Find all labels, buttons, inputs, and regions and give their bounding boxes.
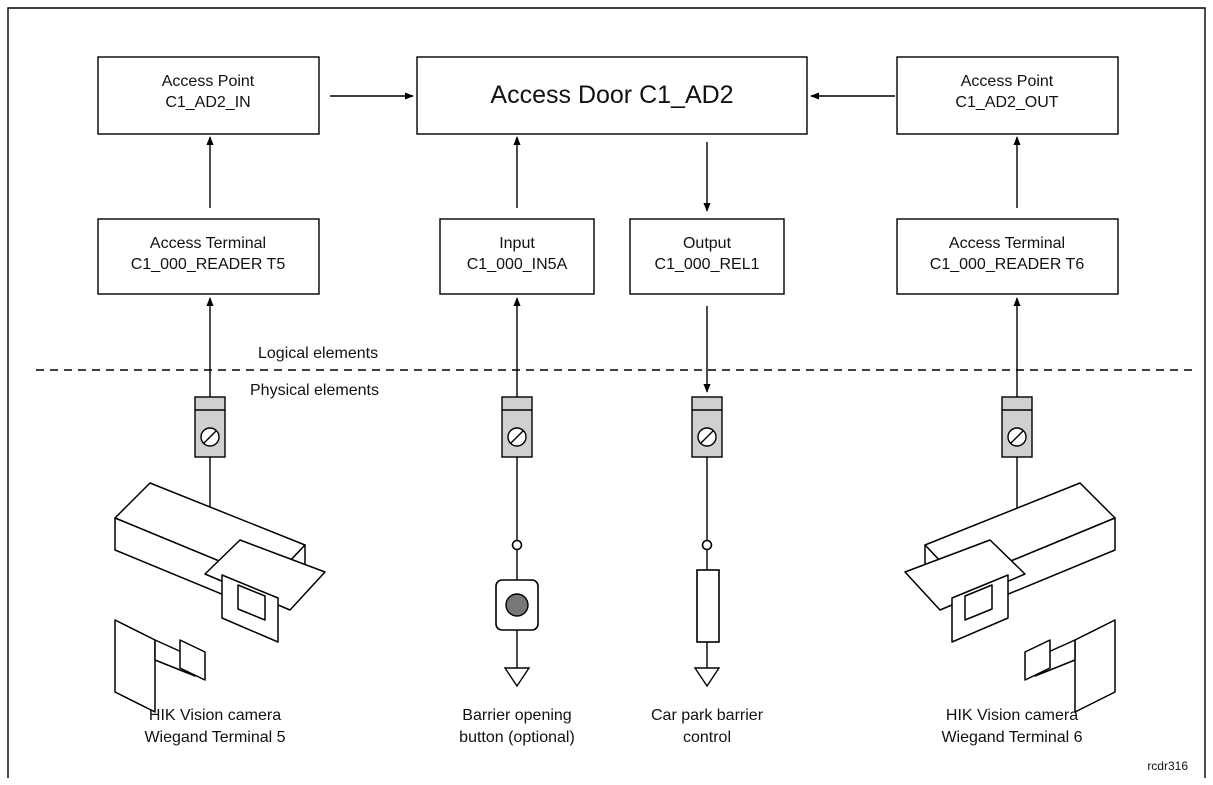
access-terminal-t6-title: Access Terminal <box>949 235 1065 252</box>
ground-icon <box>693 667 721 688</box>
hik-camera-right-icon <box>904 457 1116 713</box>
access-door-title: Access Door C1_AD2 <box>490 81 733 109</box>
button-label-line2: button (optional) <box>459 729 575 746</box>
access-point-out-title: Access Point <box>961 73 1054 90</box>
access-point-out-id: C1_AD2_OUT <box>955 94 1058 111</box>
logical-elements-label: Logical elements <box>258 345 378 362</box>
camera-left-label-line1: HIK Vision camera <box>149 707 281 724</box>
physical-elements-label: Physical elements <box>250 382 379 399</box>
ground-icon <box>503 667 531 688</box>
terminal-block-camera-left <box>194 396 226 458</box>
access-point-in-title: Access Point <box>162 73 255 90</box>
barrier-relay-icon <box>696 569 720 643</box>
camera-right-label-line1: HIK Vision camera <box>946 707 1078 724</box>
access-terminal-t5-title: Access Terminal <box>150 235 266 252</box>
input-node: Input C1_000_IN5A <box>439 218 595 295</box>
camera-right-label-line2: Wiegand Terminal 6 <box>941 729 1082 746</box>
access-terminal-t5-node: Access Terminal C1_000_READER T5 <box>97 218 320 295</box>
button-label-line1: Barrier opening <box>462 707 571 724</box>
access-point-out-node: Access Point C1_AD2_OUT <box>896 56 1119 135</box>
output-node: Output C1_000_REL1 <box>629 218 785 295</box>
output-id: C1_000_REL1 <box>655 256 760 273</box>
barrier-label-line2: control <box>683 729 731 746</box>
barrier-button-circuit <box>495 457 539 688</box>
barrier-control-circuit <box>693 457 721 688</box>
input-id: C1_000_IN5A <box>467 256 568 273</box>
barrier-label-line1: Car park barrier <box>651 707 764 724</box>
camera-left-label-line2: Wiegand Terminal 5 <box>144 729 285 746</box>
output-title: Output <box>683 235 732 252</box>
terminal-block-barrier <box>691 396 723 458</box>
figure-code: rcdr316 <box>1147 759 1188 773</box>
hik-camera-left-icon <box>114 457 326 713</box>
access-terminal-t6-id: C1_000_READER T6 <box>930 256 1085 273</box>
access-terminal-t6-node: Access Terminal C1_000_READER T6 <box>896 218 1119 295</box>
input-title: Input <box>499 235 535 252</box>
diagram-frame <box>7 7 1206 778</box>
access-point-in-id: C1_AD2_IN <box>165 94 250 111</box>
terminal-block-camera-right <box>1001 396 1033 458</box>
access-point-in-node: Access Point C1_AD2_IN <box>97 56 320 135</box>
access-terminal-t5-id: C1_000_READER T5 <box>131 256 286 273</box>
access-door-node: Access Door C1_AD2 <box>416 56 808 135</box>
terminal-block-button <box>501 396 533 458</box>
